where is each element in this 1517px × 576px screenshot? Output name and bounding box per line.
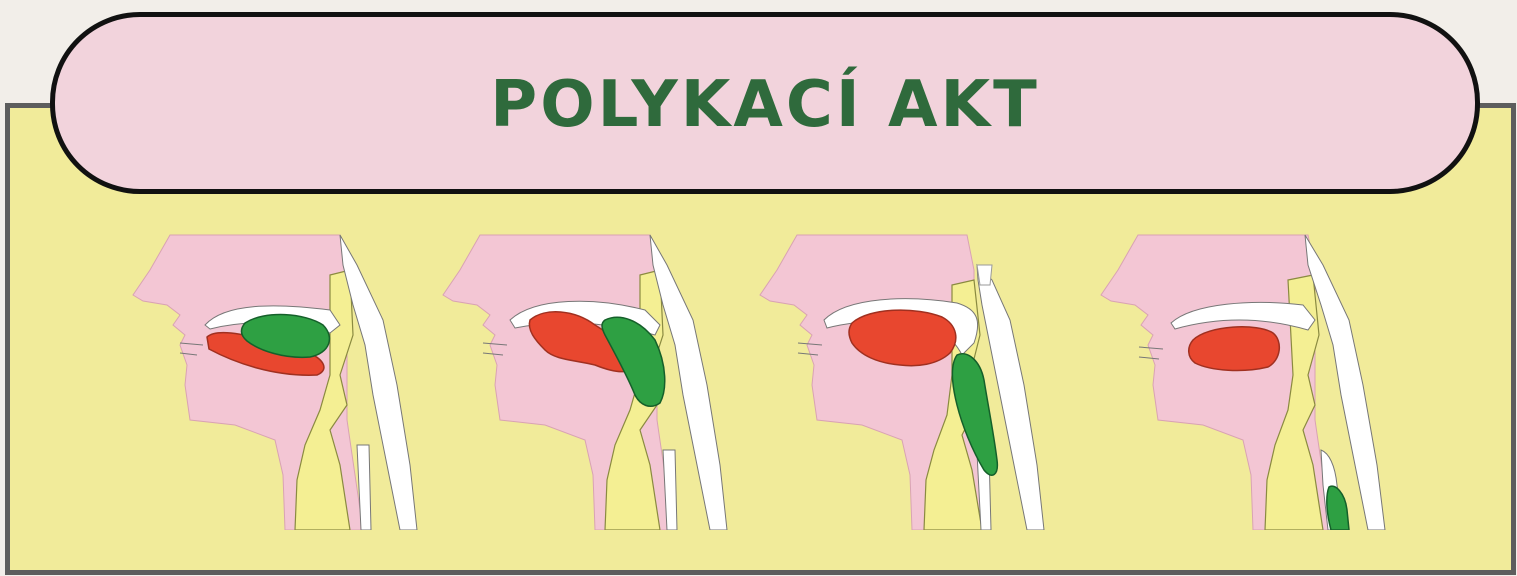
head-profile-stage-1-icon [125, 225, 425, 530]
head-profile-stage-2-icon [435, 225, 735, 530]
head-profile-stage-4-icon [1093, 225, 1393, 530]
title-banner: POLYKACÍ AKT [50, 12, 1480, 194]
swallow-stage-2 [435, 225, 735, 530]
page-title: POLYKACÍ AKT [490, 68, 1039, 142]
swallow-stage-3 [752, 225, 1052, 530]
swallow-stage-4 [1093, 225, 1393, 530]
swallow-stage-1 [125, 225, 425, 530]
head-profile-stage-3-icon [752, 225, 1052, 530]
